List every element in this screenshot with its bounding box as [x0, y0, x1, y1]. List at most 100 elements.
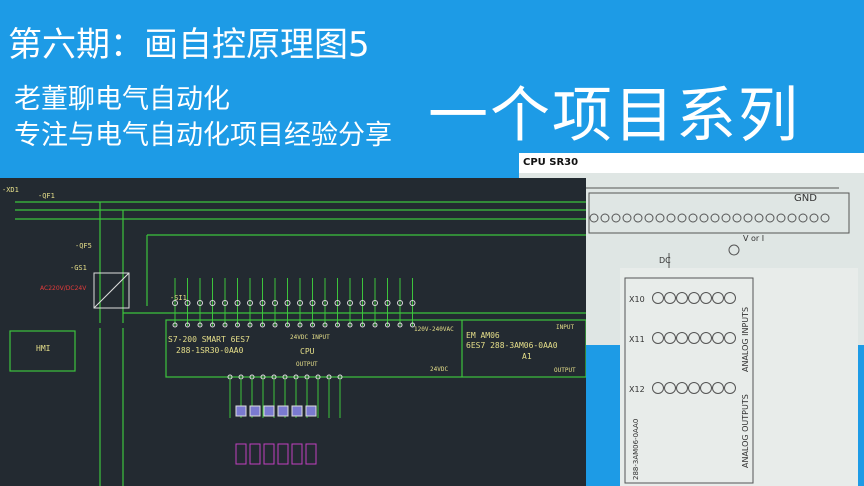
- terminal-node: [234, 300, 241, 306]
- screw-terminal: [666, 213, 676, 223]
- output-label: OUTPUT: [296, 361, 318, 368]
- terminal: [724, 382, 736, 394]
- screw-terminal: [809, 213, 819, 223]
- series-title: 一个项目系列: [428, 81, 800, 151]
- terminal: [700, 332, 712, 344]
- terminal-node: [209, 300, 216, 306]
- terminal-node: [297, 322, 303, 328]
- relay-coil: [263, 405, 275, 417]
- terminal-node: [372, 300, 378, 306]
- relay-contact: [235, 443, 247, 465]
- relay-coil: [305, 405, 317, 417]
- screw-terminal: [589, 213, 599, 223]
- screw-terminal: [776, 213, 786, 223]
- terminal: [700, 382, 712, 394]
- terminal-node: [310, 322, 315, 328]
- em-input-label: INPUT: [556, 324, 574, 331]
- terminal: [712, 332, 724, 344]
- screw-terminal: [732, 213, 742, 223]
- terminal: [724, 332, 736, 344]
- terminal-node: [309, 300, 316, 306]
- terminal-node: [247, 322, 253, 328]
- screw-terminal: [820, 213, 830, 223]
- terminal-node: [360, 322, 365, 328]
- ac-label: 120V-240VAC: [414, 326, 454, 333]
- terminal-node: [372, 322, 378, 328]
- screw-terminal: [710, 213, 720, 223]
- terminal-node: [210, 322, 215, 328]
- relay-contact: [249, 443, 261, 465]
- channel-name: 老董聊电气自动化: [14, 84, 230, 115]
- terminal-node: [235, 322, 240, 328]
- terminal: [676, 292, 688, 304]
- input-24vdc-label: 24VDC INPUT: [290, 334, 330, 341]
- analog-inputs-label: ANALOG INPUTS: [741, 307, 750, 372]
- hmi-label: HMI: [36, 344, 51, 353]
- terminal: [688, 292, 700, 304]
- terminal: [664, 332, 676, 344]
- terminal: [664, 382, 676, 394]
- relay-contact: [305, 443, 317, 465]
- screw-terminal: [754, 213, 764, 223]
- terminal-node: [222, 322, 228, 328]
- qf5-label: -QF5: [75, 242, 92, 250]
- terminal-node: [397, 300, 403, 306]
- screw-terminal: [677, 213, 687, 223]
- terminal: [664, 292, 676, 304]
- terminal-node: [397, 322, 403, 328]
- screw-terminal: [633, 213, 643, 223]
- relay-coil: [235, 405, 247, 417]
- terminal: [688, 382, 700, 394]
- relay-contact: [291, 443, 303, 465]
- screw-terminal: [611, 213, 621, 223]
- terminal: [712, 382, 724, 394]
- cpu-label: CPU: [300, 347, 315, 356]
- gnd-label: GND: [794, 193, 817, 204]
- xd1-label: -XD1: [2, 186, 19, 194]
- terminal-node: [184, 300, 191, 306]
- terminal-node: [272, 300, 278, 306]
- terminal-node: [347, 322, 353, 328]
- terminal-node: [185, 322, 190, 328]
- dc24-label: 24VDC: [430, 366, 448, 373]
- terminal: [724, 292, 736, 304]
- terminal-node: [222, 300, 228, 306]
- screw-terminal: [699, 213, 709, 223]
- si1-label: -SI1: [170, 294, 187, 302]
- em-label: EM AM06: [466, 331, 500, 340]
- screw-terminal: [655, 213, 665, 223]
- terminal-node: [272, 322, 278, 328]
- relay-contact: [277, 443, 289, 465]
- terminal-node: [385, 322, 390, 328]
- terminal-node: [247, 300, 253, 306]
- screw-terminal: [644, 213, 654, 223]
- cpu-part: 288-1SR30-0AA0: [176, 346, 244, 355]
- cad-schematic: -QF1 -XD1 -QF5 -GS1 AC220V/DC24V -SI1 HM…: [0, 178, 586, 486]
- dc-label: DC: [659, 256, 671, 265]
- analog-outputs-label: ANALOG OUTPUTS: [741, 394, 750, 468]
- em-part: 6ES7 288-3AM06-0AA0: [466, 341, 558, 350]
- screw-terminal: [721, 213, 731, 223]
- terminal-node: [172, 322, 178, 328]
- relay-coil: [249, 405, 261, 417]
- terminal-node: [260, 322, 265, 328]
- terminal-node: [322, 300, 328, 306]
- terminal: [652, 332, 664, 344]
- terminal-node: [259, 300, 266, 306]
- terminal: [700, 292, 712, 304]
- gs1-label: -GS1: [70, 264, 87, 272]
- em-output-label: OUTPUT: [554, 367, 576, 374]
- terminal: [676, 332, 688, 344]
- panel-header: CPU SR30: [519, 153, 864, 173]
- screw-terminal: [765, 213, 775, 223]
- qf1-label: -QF1: [38, 192, 55, 200]
- screw-terminal: [622, 213, 632, 223]
- screw-terminal: [798, 213, 808, 223]
- terminal: [676, 382, 688, 394]
- relay-coil: [291, 405, 303, 417]
- terminal: [652, 292, 664, 304]
- terminal-node: [347, 300, 353, 306]
- terminal-node: [197, 322, 203, 328]
- terminal: [652, 382, 664, 394]
- x12-label: X12: [629, 385, 645, 394]
